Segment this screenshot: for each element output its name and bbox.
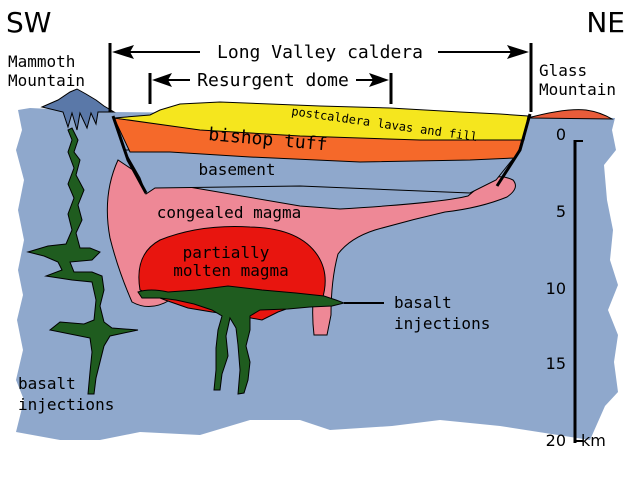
basalt-left-label-line1: basalt <box>18 374 76 393</box>
dome-arrowhead-left <box>152 73 172 87</box>
depth-tick-label-20: 20 <box>546 431 566 450</box>
basalt-left-label-line2: injections <box>18 395 114 414</box>
glass-label-line1: Glass <box>539 61 587 80</box>
caldera-span-label: Long Valley caldera <box>217 42 423 63</box>
depth-tick-label-5: 5 <box>556 202 566 221</box>
congealed-magma-label: congealed magma <box>157 203 302 222</box>
caldera-arrowhead-left <box>112 45 134 59</box>
glass-mountain <box>527 109 614 120</box>
dome-arrowhead-right <box>369 73 389 87</box>
depth-tick-label-10: 10 <box>546 279 566 298</box>
mammoth-mountain <box>40 88 116 131</box>
mammoth-label-line1: Mammoth <box>8 52 75 71</box>
basalt-right-label-line1: basalt <box>394 293 452 312</box>
postcaldera-layer <box>113 101 529 141</box>
basalt-right-label-line2: injections <box>394 314 490 333</box>
basalt-dike-left <box>26 127 139 395</box>
caldera-wall-left <box>111 115 148 194</box>
depth-tick-label-0: 0 <box>556 125 566 144</box>
partially-molten-label-line2: molten magma <box>173 261 289 280</box>
depth-tick-label-15: 15 <box>546 354 566 373</box>
caldera-arrowhead-right <box>507 45 529 59</box>
dome-span-label: Resurgent dome <box>197 70 349 91</box>
mammoth-label-line2: Mountain <box>8 71 85 90</box>
direction-sw: SW <box>6 6 51 39</box>
direction-ne: NE <box>586 6 625 39</box>
basalt-sill-center <box>137 285 346 395</box>
partially-molten-label-line1: partially <box>183 243 270 262</box>
basement-label: basement <box>198 160 275 179</box>
glass-label-line2: Mountain <box>539 80 616 99</box>
depth-unit-label: km <box>581 431 606 450</box>
caldera-wall-right <box>495 113 532 187</box>
